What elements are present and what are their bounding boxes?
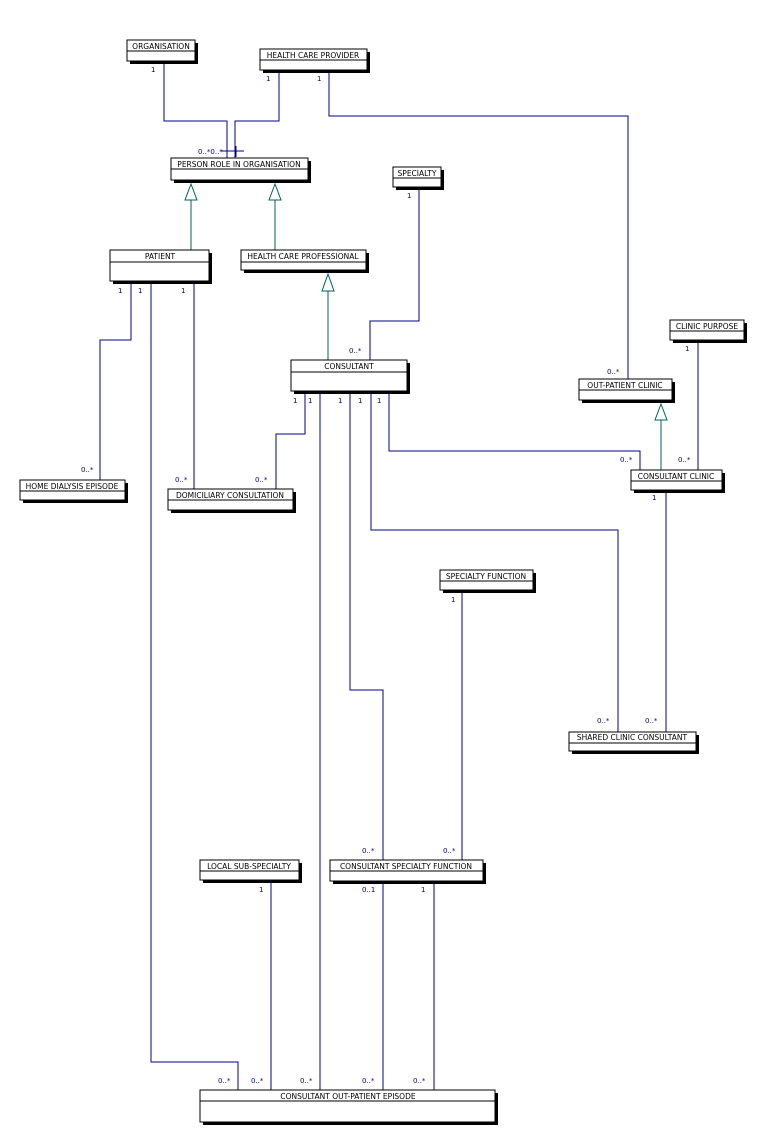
mult-patient-c: 1 bbox=[181, 287, 185, 295]
entity-organisation: ORGANISATION bbox=[126, 39, 198, 64]
entity-health-care-provider: HEALTH CARE PROVIDER bbox=[259, 48, 370, 73]
svg-text:SPECIALTY FUNCTION: SPECIALTY FUNCTION bbox=[446, 572, 526, 581]
entity-consultant-out-patient-episode: CONSULTANT OUT-PATIENT EPISODE bbox=[199, 1089, 498, 1125]
mult-episode-b: 0..* bbox=[251, 1077, 264, 1085]
entity-patient: PATIENT bbox=[109, 249, 212, 284]
svg-text:HEALTH CARE PROVIDER: HEALTH CARE PROVIDER bbox=[267, 51, 360, 60]
svg-text:OUT-PATIENT CLINIC: OUT-PATIENT CLINIC bbox=[587, 381, 662, 390]
mult-provider-b: 1 bbox=[317, 75, 321, 83]
mult-episode-a: 0..* bbox=[218, 1077, 231, 1085]
svg-text:CLINIC PURPOSE: CLINIC PURPOSE bbox=[676, 322, 738, 331]
mult-consultant-b: 1 bbox=[308, 397, 312, 405]
assoc-patient-home-dialysis bbox=[99, 283, 132, 480]
mult-csf-bottom-opt: 0..1 bbox=[362, 886, 375, 894]
entity-out-patient-clinic: OUT-PATIENT CLINIC bbox=[578, 378, 675, 403]
mult-consultant-specialty: 0..* bbox=[349, 347, 362, 355]
mult-csf-right: 0..* bbox=[443, 847, 456, 855]
svg-text:CONSULTANT SPECIALTY FUNCTION: CONSULTANT SPECIALTY FUNCTION bbox=[340, 862, 472, 871]
entity-domiciliary-consultation: DOMICILIARY CONSULTATION bbox=[167, 488, 296, 513]
assoc-consultant-csf bbox=[349, 393, 384, 860]
mult-domiciliary-a: 0..* bbox=[175, 476, 188, 484]
entity-consultant-specialty-function: CONSULTANT SPECIALTY FUNCTION bbox=[329, 859, 486, 884]
mult-provider-a: 1 bbox=[266, 75, 270, 83]
inherit-arrow-consultant bbox=[321, 272, 335, 292]
mult-organisation: 1 bbox=[151, 66, 155, 74]
inherit-arrow-consultant-clinic bbox=[654, 402, 668, 421]
entity-health-care-professional: HEALTH CARE PROFESSIONAL bbox=[240, 249, 369, 273]
entity-person-role: PERSON ROLE IN ORGANISATION bbox=[170, 157, 311, 183]
inherit-arrow-patient bbox=[184, 182, 198, 201]
mult-consultant-clinic-left: 0..* bbox=[620, 456, 633, 464]
mult-home-dialysis: 0..* bbox=[81, 466, 94, 474]
mult-person-role: 0..*0..* bbox=[198, 148, 223, 156]
mult-specialty: 1 bbox=[407, 192, 411, 200]
assoc-specialty-consultant bbox=[369, 190, 420, 360]
svg-text:CONSULTANT CLINIC: CONSULTANT CLINIC bbox=[638, 472, 715, 481]
mult-domiciliary-b: 0..* bbox=[255, 476, 268, 484]
entity-home-dialysis-episode: HOME DIALYSIS EPISODE bbox=[19, 479, 128, 503]
mult-consultant-clinic-right: 0..* bbox=[678, 456, 691, 464]
mult-episode-d: 0..* bbox=[362, 1077, 375, 1085]
mult-shared-clinic-a: 0..* bbox=[597, 717, 610, 725]
entity-local-sub-specialty: LOCAL SUB-SPECIALTY bbox=[199, 859, 302, 883]
mult-specialty-function: 1 bbox=[451, 596, 455, 604]
svg-text:LOCAL SUB-SPECIALTY: LOCAL SUB-SPECIALTY bbox=[207, 862, 291, 871]
svg-text:SHARED CLINIC CONSULTANT: SHARED CLINIC CONSULTANT bbox=[577, 733, 688, 742]
mult-consultant-e: 1 bbox=[377, 397, 381, 405]
mult-local-sub: 1 bbox=[259, 886, 263, 894]
mult-consultant-d: 1 bbox=[358, 397, 362, 405]
mult-episode-c: 0..* bbox=[300, 1077, 313, 1085]
entity-consultant-clinic: CONSULTANT CLINIC bbox=[630, 469, 725, 493]
entity-clinic-purpose: CLINIC PURPOSE bbox=[669, 319, 747, 343]
mult-clinic-purpose: 1 bbox=[685, 345, 689, 353]
assoc-consultant-consultant-clinic bbox=[388, 393, 641, 470]
assoc-patient-episode bbox=[150, 283, 239, 1090]
svg-text:CONSULTANT: CONSULTANT bbox=[324, 362, 374, 371]
mult-consultant-clinic-bottom: 1 bbox=[652, 494, 656, 502]
assoc-provider-person-role bbox=[234, 72, 280, 158]
svg-text:CONSULTANT OUT-PATIENT EPISODE: CONSULTANT OUT-PATIENT EPISODE bbox=[280, 1092, 415, 1101]
mult-out-patient-clinic: 0..* bbox=[607, 368, 620, 376]
mult-episode-e: 0..* bbox=[413, 1077, 426, 1085]
svg-text:PATIENT: PATIENT bbox=[145, 252, 176, 261]
mult-consultant-c: 1 bbox=[338, 397, 342, 405]
svg-text:SPECIALTY: SPECIALTY bbox=[398, 169, 437, 178]
mult-patient-a: 1 bbox=[118, 287, 122, 295]
svg-text:ORGANISATION: ORGANISATION bbox=[132, 42, 190, 51]
mult-consultant-a: 1 bbox=[293, 397, 297, 405]
entity-specialty-function: SPECIALTY FUNCTION bbox=[439, 569, 536, 593]
svg-text:DOMICILIARY CONSULTATION: DOMICILIARY CONSULTATION bbox=[176, 491, 284, 500]
entity-specialty: SPECIALTY bbox=[392, 166, 444, 190]
svg-text:HEALTH CARE PROFESSIONAL: HEALTH CARE PROFESSIONAL bbox=[247, 252, 359, 261]
svg-text:HOME DIALYSIS EPISODE: HOME DIALYSIS EPISODE bbox=[26, 482, 119, 491]
assoc-organisation-person-role bbox=[163, 64, 228, 158]
assoc-provider-out-patient-clinic bbox=[328, 72, 629, 379]
mult-patient-b: 1 bbox=[138, 287, 142, 295]
assoc-consultant-domiciliary bbox=[275, 393, 306, 489]
mult-csf-left: 0..* bbox=[362, 847, 375, 855]
entity-consultant: CONSULTANT bbox=[290, 359, 410, 394]
mult-csf-bottom-one: 1 bbox=[421, 886, 425, 894]
inherit-arrow-hcp bbox=[268, 182, 282, 201]
svg-text:PERSON ROLE IN ORGANISATION: PERSON ROLE IN ORGANISATION bbox=[177, 160, 300, 169]
assoc-consultant-shared-clinic bbox=[370, 393, 619, 732]
mult-shared-clinic-b: 0..* bbox=[645, 717, 658, 725]
entity-shared-clinic-consultant: SHARED CLINIC CONSULTANT bbox=[568, 731, 699, 754]
